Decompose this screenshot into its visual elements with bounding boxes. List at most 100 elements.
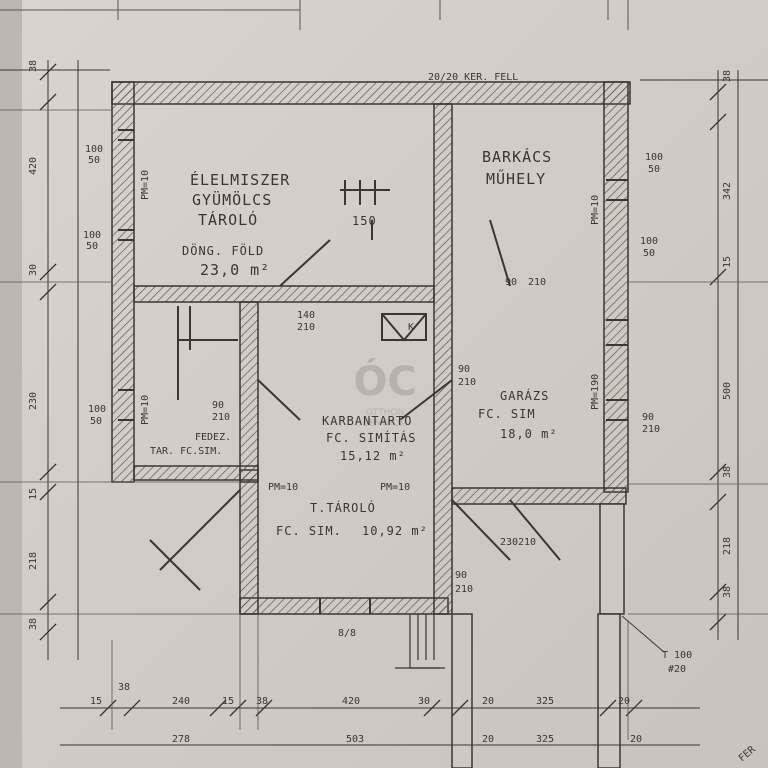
- opening-width: 90: [642, 412, 654, 423]
- corner-text: FER: [737, 744, 759, 765]
- opening-height: 210: [212, 412, 230, 423]
- room-garazs: GARÁZS FC. SIM 18,0 m²: [478, 388, 558, 441]
- opening-width: 100: [85, 144, 103, 155]
- dim-bottom: 278: [172, 734, 190, 745]
- room-floor: TAR. FC.SIM.: [150, 446, 222, 457]
- room-area: 15,12 m²: [340, 449, 406, 463]
- level-labels: PM=10 PM=10 PM=10 PM=10 PM=190 PM=10: [140, 170, 601, 493]
- room-name-line: T.TÁROLÓ: [310, 500, 376, 515]
- dim-left: 218: [28, 552, 39, 570]
- dim-right: 342: [722, 182, 733, 200]
- t100-sub-label: #20: [668, 664, 686, 675]
- room-name-line: FEDEZ.: [195, 432, 231, 443]
- dim-left: 230: [28, 392, 39, 410]
- room-area: 18,0 m²: [500, 427, 558, 441]
- opening-height: 50: [90, 416, 102, 427]
- dim-right: 15: [722, 256, 733, 268]
- t100-label: T 100: [662, 650, 692, 661]
- room-floor: FC. SIM: [478, 407, 536, 421]
- dim-bottom: 15: [90, 696, 102, 707]
- stair-mark: 150: [352, 214, 377, 228]
- dim-right: 500: [722, 382, 733, 400]
- opening-height: 50: [648, 164, 660, 175]
- level-label: PM=10: [590, 195, 601, 225]
- opening-height: 210: [642, 424, 660, 435]
- opening-labels: 100 50 100 50 140 210 90 210 90 210 90 2…: [83, 144, 663, 595]
- room-floor: FC. SIM.: [276, 524, 342, 538]
- room-elelmiszer: ÉLELMISZER GYÜMÖLCS TÁROLÓ DÖNG. FÖLD 23…: [182, 170, 289, 279]
- dim-right: 218: [722, 537, 733, 555]
- opening-width: 100: [88, 404, 106, 415]
- watermark: ÓC OTTHON CENTRUM: [353, 357, 416, 429]
- dim-left: 38: [28, 618, 39, 630]
- room-fedezett: FEDEZ. TAR. FC.SIM.: [150, 432, 231, 457]
- level-label: PM=10: [268, 482, 298, 493]
- dim-bottom: 38: [256, 696, 268, 707]
- opening-height: 50: [88, 155, 100, 166]
- room-floor: FC. SIMÍTÁS: [326, 430, 416, 445]
- opening-width: 90: [505, 277, 517, 288]
- level-label: PM=10: [140, 395, 151, 425]
- dim-bottom: 20: [482, 734, 494, 745]
- t100-leader: [621, 615, 665, 653]
- dim-bottom: 30: [418, 696, 430, 707]
- dim-bottom: 420: [342, 696, 360, 707]
- opening-height: 50: [86, 241, 98, 252]
- opening-width: 100: [640, 236, 658, 247]
- left-dimensions: 38 420 30 230 15 218 38: [28, 60, 39, 630]
- exterior-walls: [111, 81, 631, 615]
- opening-height: 210: [518, 537, 536, 548]
- dim-bottom: 38: [118, 682, 130, 693]
- room-name-line: GARÁZS: [500, 388, 549, 403]
- opening-height: 210: [458, 377, 476, 388]
- dim-right: 38: [722, 466, 733, 478]
- right-dimensions: 38 342 15 500 38 218 38: [722, 70, 733, 598]
- dim-left: 38: [28, 60, 39, 72]
- dim-bottom: 20: [482, 696, 494, 707]
- room-name-line: BARKÁCS: [482, 147, 552, 166]
- bottom-dimensions-row2: 278 503 20 325 20: [172, 734, 642, 745]
- dim-bottom: 20: [630, 734, 642, 745]
- paper-edge: [0, 0, 22, 768]
- dimension-ticks: [39, 63, 727, 717]
- opening-height: 210: [297, 322, 315, 333]
- interior-walls: [133, 103, 627, 615]
- opening-width: 90: [455, 570, 467, 581]
- opening-width: 140: [297, 310, 315, 321]
- dim-left: 30: [28, 264, 39, 276]
- room-name-line: GYÜMÖLCS: [192, 190, 272, 209]
- dim-right: 38: [722, 586, 733, 598]
- opening-width: 90: [458, 364, 470, 375]
- k-mark: K: [408, 322, 414, 333]
- opening-height: 50: [643, 248, 655, 259]
- wall-note-top: 20/20 KER. FELL: [428, 72, 518, 83]
- dim-bottom: 20: [618, 696, 630, 707]
- opening-width: 100: [83, 230, 101, 241]
- watermark-line2: CENTRUM: [363, 419, 408, 429]
- room-name-line: TÁROLÓ: [198, 210, 258, 229]
- dim-right: 38: [722, 70, 733, 82]
- dimension-lines: [0, 60, 768, 746]
- dim-bottom: 503: [346, 734, 364, 745]
- opening-height: 210: [455, 584, 473, 595]
- extension-lines: [0, 109, 768, 740]
- opening-height: 210: [528, 277, 546, 288]
- room-area: 23,0 m²: [200, 261, 270, 279]
- top-reference-lines: [0, 0, 629, 30]
- level-label: PM=10: [140, 170, 151, 200]
- watermark-line1: OTTHON: [366, 408, 405, 418]
- opening-symbols: [118, 129, 628, 614]
- dim-left: 15: [28, 488, 39, 500]
- dim-bottom: 15: [222, 696, 234, 707]
- bottom-dimensions-row1: 15 38 240 15 38 420 30 20 325 20: [90, 682, 630, 707]
- dim-left: 420: [28, 157, 39, 175]
- room-tarolo: T.TÁROLÓ FC. SIM. 10,92 m²: [276, 500, 428, 538]
- watermark-logo: ÓC: [353, 357, 416, 405]
- room-barkacs: BARKÁCS MŰHELY: [482, 147, 552, 188]
- room-floor: DÖNG. FÖLD: [182, 242, 264, 258]
- room-name-line: MŰHELY: [486, 168, 546, 188]
- room-name-line: KARBANTARTÓ: [322, 413, 412, 428]
- lower-stair: [395, 614, 445, 669]
- room-area: 10,92 m²: [362, 524, 428, 538]
